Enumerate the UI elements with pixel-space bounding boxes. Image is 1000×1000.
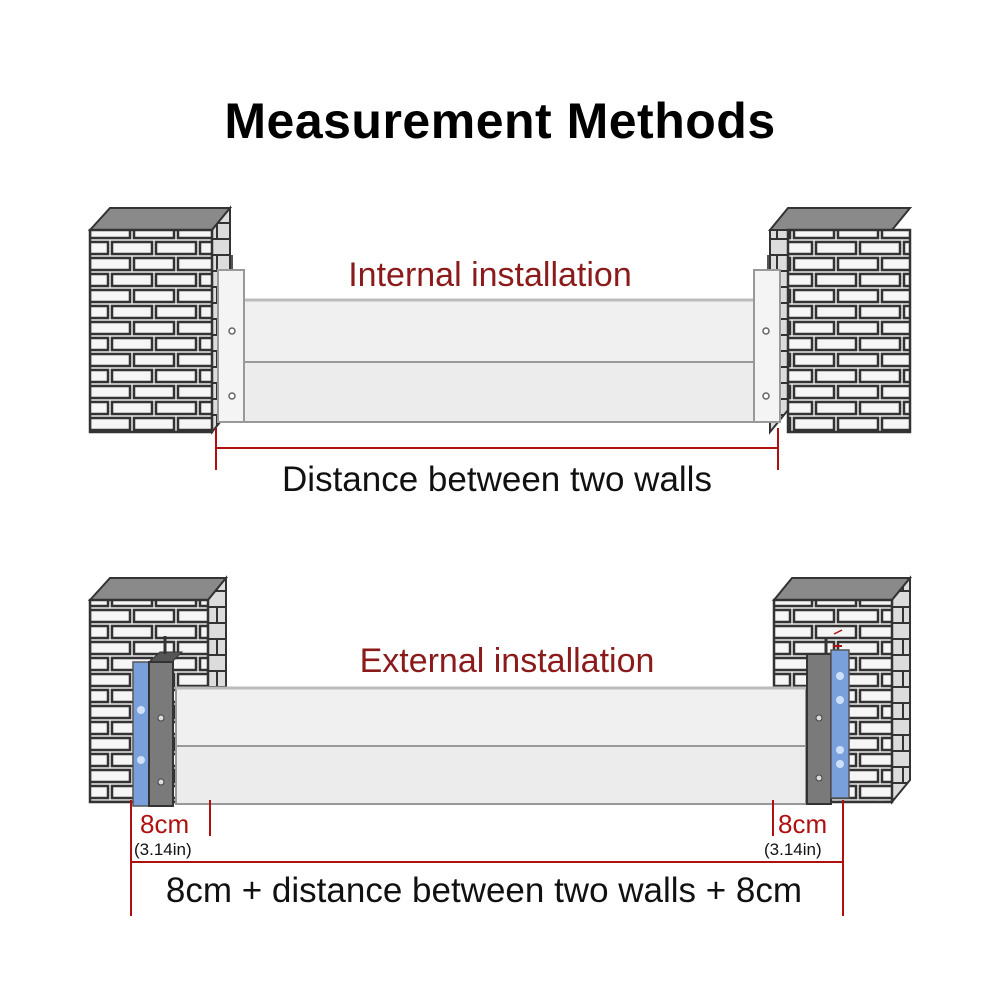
page-title: Measurement Methods	[224, 93, 776, 149]
external-installation-figure: External installation 8cm (3.14in) 8cm (…	[87, 575, 913, 916]
right-bracket-external	[806, 629, 850, 805]
internal-dimension-label: Distance between two walls	[282, 460, 712, 499]
external-dimension-label: 8cm + distance between two walls + 8cm	[166, 871, 802, 910]
external-installation-label: External installation	[360, 642, 655, 680]
right-offset-label: 8cm	[778, 809, 827, 839]
right-offset-marker	[772, 800, 844, 916]
left-offset-marker	[130, 800, 211, 916]
right-bracket	[753, 255, 781, 423]
left-bracket-external	[132, 636, 184, 807]
left-bracket	[217, 255, 245, 423]
internal-installation-label: Internal installation	[348, 256, 632, 294]
internal-dimension-line	[215, 428, 779, 470]
internal-installation-figure: Internal installation Distance between t…	[87, 205, 913, 499]
flood-barrier-panels	[241, 298, 761, 423]
right-offset-inches: (3.14in)	[764, 840, 822, 859]
left-brick-pillar	[87, 205, 233, 435]
left-offset-label: 8cm	[140, 809, 189, 839]
right-brick-pillar	[767, 207, 913, 435]
flood-barrier-panels-external	[175, 686, 807, 805]
left-offset-inches: (3.14in)	[134, 840, 192, 859]
